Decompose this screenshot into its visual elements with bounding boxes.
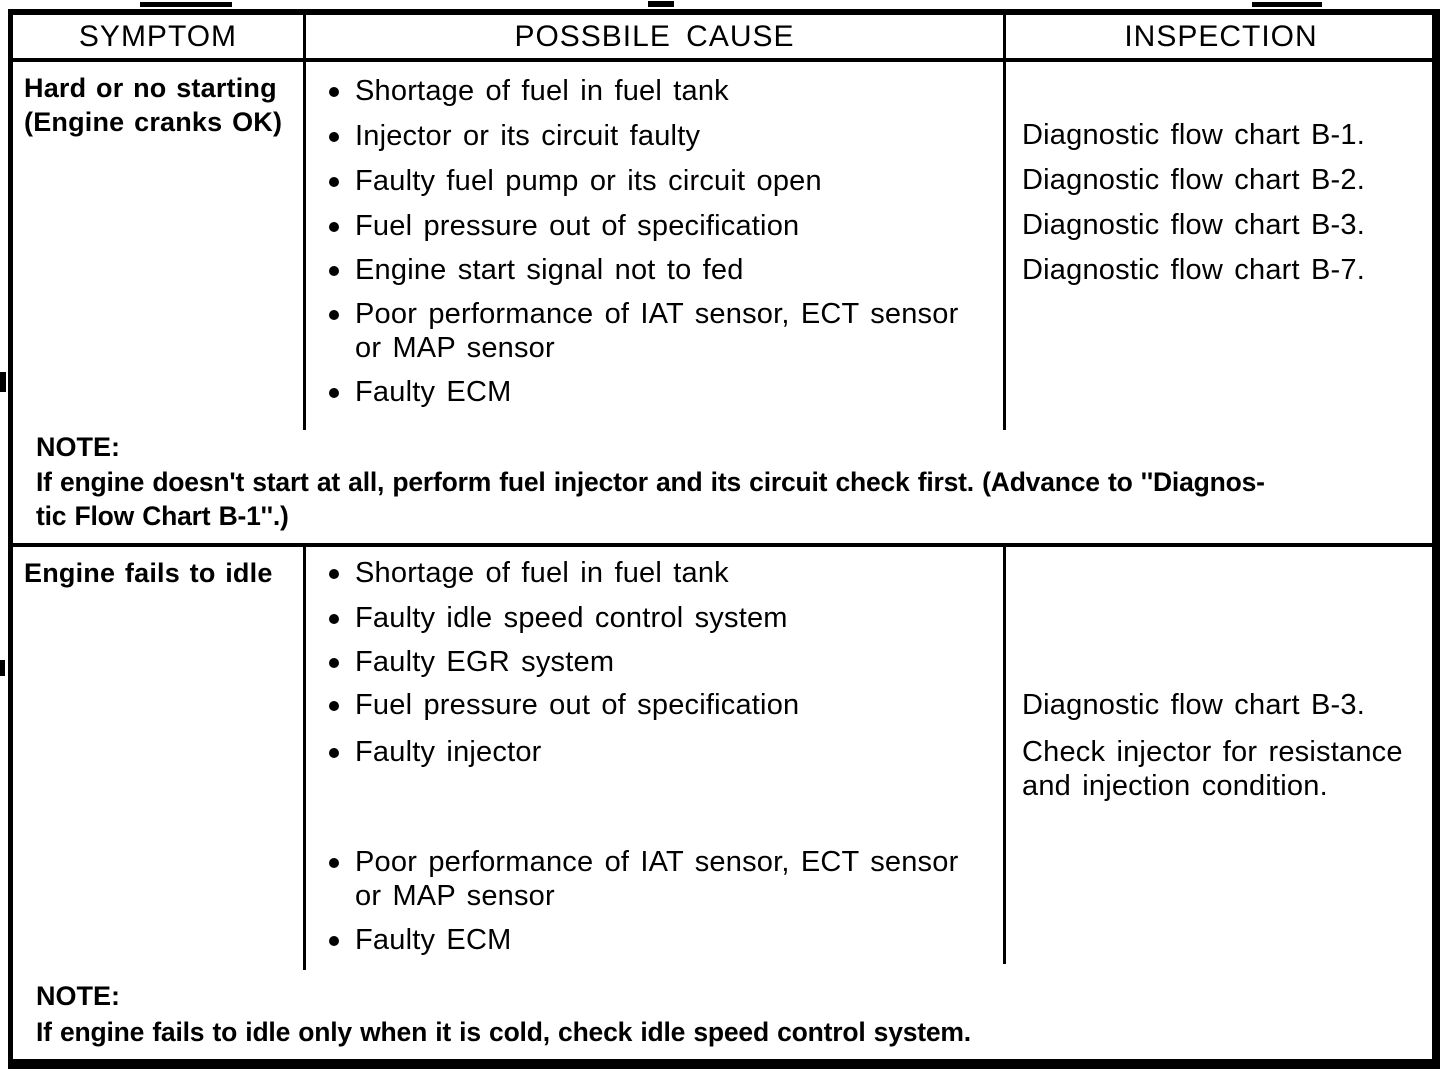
- column-divider-cause-inspection-top: [1003, 15, 1006, 430]
- scan-artifact: [1252, 2, 1322, 7]
- cause-item-continuation: or MAP sensor: [355, 332, 555, 364]
- note-label: NOTE:: [36, 981, 120, 1011]
- cause-item: Faulty injector: [329, 736, 542, 768]
- header-bottom-rule: [13, 58, 1436, 62]
- note-text: If engine fails to idle only when it is …: [36, 1017, 971, 1047]
- section-separator-rule: [13, 543, 1436, 547]
- cause-item: Injector or its circuit faulty: [328, 120, 701, 152]
- inspection-item: Check injector for resistance: [1022, 736, 1403, 768]
- inspection-item: Diagnostic flow chart B-3.: [1022, 689, 1365, 721]
- cause-item: Fuel pressure out of specification: [328, 210, 800, 242]
- cause-item: Shortage of fuel in fuel tank: [329, 75, 729, 107]
- scan-artifact: [0, 372, 6, 392]
- symptom-line: Engine fails to idle: [24, 558, 273, 588]
- cause-item: Engine start signal not to fed: [329, 254, 744, 286]
- note-label: NOTE:: [36, 432, 120, 462]
- cause-item-continuation: or MAP sensor: [355, 880, 555, 912]
- cause-item: Faulty ECM: [328, 376, 512, 408]
- cause-item: Fuel pressure out of specification: [328, 689, 800, 721]
- column-divider-cause-inspection-bottom: [1003, 547, 1006, 964]
- scan-artifact: [648, 1, 674, 7]
- column-header-possible-cause: POSSBILE CAUSE: [514, 19, 795, 53]
- column-header-inspection: INSPECTION: [1124, 19, 1318, 53]
- symptom-line: Hard or no starting: [24, 73, 277, 103]
- symptom-cell: Hard or no starting (Engine cranks OK): [24, 71, 282, 139]
- note-text: tic Flow Chart B-1''.): [36, 501, 289, 531]
- cause-item: Poor performance of IAT sensor, ECT sens…: [328, 298, 959, 330]
- column-divider-symptom-cause-top: [303, 15, 306, 430]
- table-outer-border: [8, 9, 1440, 1069]
- inspection-item: and injection condition.: [1022, 770, 1328, 802]
- scan-artifact: [0, 660, 5, 676]
- cause-item: Faulty fuel pump or its circuit open: [329, 165, 822, 197]
- column-divider-symptom-cause-bottom: [303, 547, 306, 970]
- cause-item: Faulty idle speed control system: [329, 602, 788, 634]
- column-header-symptom: SYMPTOM: [78, 19, 238, 53]
- cause-item: Faulty ECM: [328, 924, 512, 956]
- inspection-item: Diagnostic flow chart B-7.: [1022, 254, 1365, 286]
- symptom-cell: Engine fails to idle: [24, 556, 273, 590]
- inspection-item: Diagnostic flow chart B-1.: [1022, 119, 1365, 151]
- inspection-item: Diagnostic flow chart B-3.: [1022, 209, 1365, 241]
- cause-item: Poor performance of IAT sensor, ECT sens…: [328, 846, 959, 878]
- inspection-item: Diagnostic flow chart B-2.: [1022, 164, 1365, 196]
- scan-artifact: [140, 2, 232, 7]
- cause-item: Shortage of fuel in fuel tank: [329, 557, 729, 589]
- note-text: If engine doesn't start at all, perform …: [36, 467, 1265, 497]
- cause-item: Faulty EGR system: [328, 646, 615, 678]
- symptom-line: (Engine cranks OK): [24, 107, 283, 137]
